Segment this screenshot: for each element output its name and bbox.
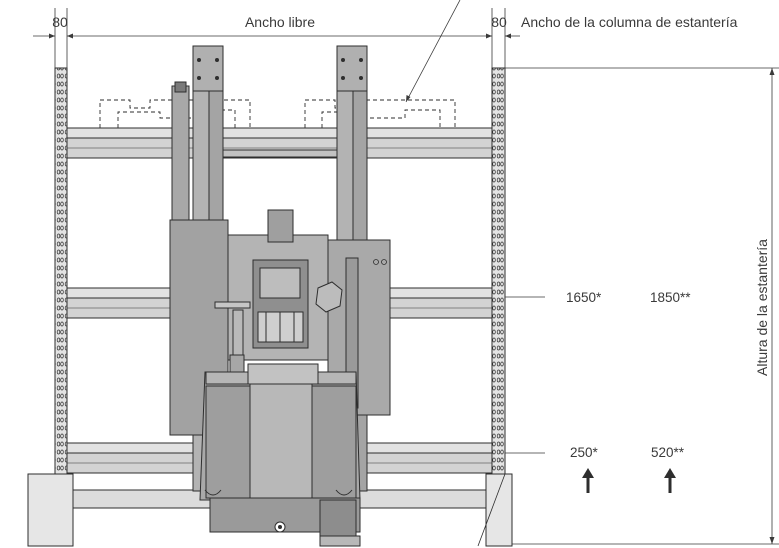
dimension-right <box>505 67 779 545</box>
label-column-width: Ancho de la columna de estantería <box>521 14 738 30</box>
label-col-left-width: 80 <box>52 14 68 30</box>
label-height-1850: 1850** <box>650 290 691 305</box>
leaders <box>505 296 676 493</box>
label-height-520: 520** <box>651 445 685 460</box>
left-column <box>27 67 74 547</box>
right-column <box>477 67 513 547</box>
label-free-width: Ancho libre <box>245 14 315 30</box>
machine <box>169 45 391 547</box>
label-col-right-width: 80 <box>491 14 507 30</box>
dimension-top <box>33 0 520 103</box>
label-shelf-height: Altura de la estantería <box>754 239 770 376</box>
pallets <box>99 99 456 128</box>
label-height-250: 250* <box>570 445 599 460</box>
labels: 80 Ancho libre 80 Ancho de la columna de… <box>52 14 770 460</box>
label-height-1650: 1650* <box>566 290 602 305</box>
